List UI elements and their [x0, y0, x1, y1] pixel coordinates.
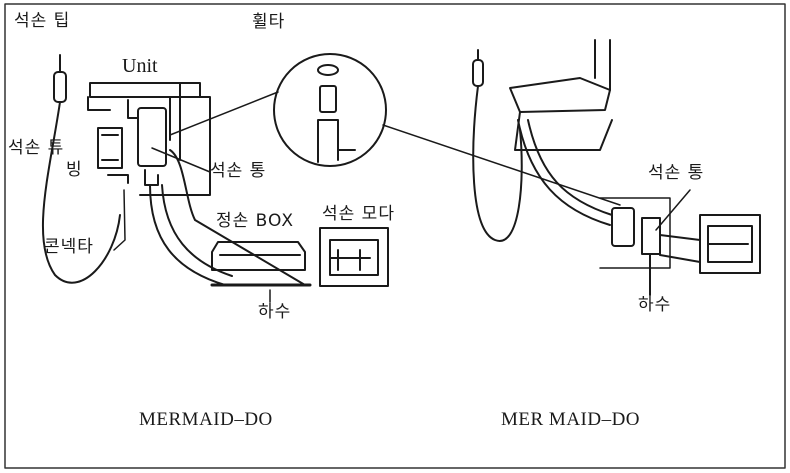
- unit-body: [139, 82, 211, 196]
- leader-connector: [113, 189, 126, 251]
- unit-head: [509, 77, 611, 113]
- tank-base: [144, 169, 159, 186]
- magnifier-link-right: [382, 124, 621, 206]
- clean-box: [211, 241, 306, 271]
- right-assembly: [472, 39, 761, 296]
- tubing-holder: [97, 127, 123, 169]
- label-connector: 콘넥타: [44, 237, 94, 257]
- right-tip-handle: [472, 59, 484, 87]
- magnifier-circle: [273, 53, 387, 167]
- right-tank-frame: [599, 197, 671, 269]
- unit-lip: [87, 96, 111, 111]
- label-drain-left: 하수: [258, 302, 292, 322]
- filter-pipe: [317, 119, 356, 163]
- unit-top: [89, 82, 201, 98]
- filter-cap: [317, 64, 339, 76]
- label-suction-tank-left: 석손 통: [210, 161, 267, 181]
- right-suction-motor: [699, 214, 761, 274]
- suction-motor: [319, 227, 389, 287]
- suction-tip-handle: [53, 71, 67, 103]
- unit-post: [594, 39, 611, 91]
- left-assembly: [41, 54, 389, 303]
- pipe-to-motor: [169, 149, 306, 286]
- right-tank-unit: [641, 217, 661, 255]
- caption-left: MERMAID–DO: [139, 409, 273, 430]
- magnifier-link-left: [169, 91, 279, 136]
- filter-magnifier: [169, 53, 621, 206]
- label-filter: 휠타: [252, 12, 286, 32]
- right-pipe-2: [527, 119, 613, 216]
- tubing-holder-lines: [101, 134, 119, 161]
- suction-tank: [137, 107, 167, 167]
- filter-body: [319, 85, 337, 113]
- label-suction-motor: 석손 모다: [322, 204, 395, 224]
- label-clean-box: 정손 BOX: [216, 211, 294, 231]
- right-motor-detail: [707, 225, 753, 263]
- right-pipe-1: [517, 119, 611, 226]
- suction-motor-detail: [329, 239, 379, 276]
- drain-hose-1: [149, 184, 226, 286]
- connector-fitting: [107, 174, 129, 184]
- leader-right-tank: [655, 189, 691, 231]
- label-suction-tip: 석손 팁: [14, 11, 71, 31]
- unit-panel: [514, 111, 613, 151]
- label-drain-right: 하수: [638, 295, 672, 315]
- label-unit: Unit: [122, 55, 158, 77]
- suction-tip-hose: [41, 101, 121, 284]
- suction-motor-coils: [337, 249, 361, 271]
- label-suction-tubing-line2: 빙: [66, 160, 83, 180]
- leader-suction-tank: [151, 147, 211, 173]
- right-motor-pipes: [659, 234, 701, 263]
- label-suction-tank-right: 석손 통: [648, 163, 705, 183]
- right-tip-hose: [472, 85, 523, 242]
- tank-pipes: [127, 97, 171, 141]
- right-suction-tank: [611, 207, 635, 247]
- caption-right: MER MAID–DO: [501, 409, 641, 430]
- label-suction-tubing-line1: 석손 튜: [8, 138, 65, 158]
- figure-border: [4, 3, 786, 469]
